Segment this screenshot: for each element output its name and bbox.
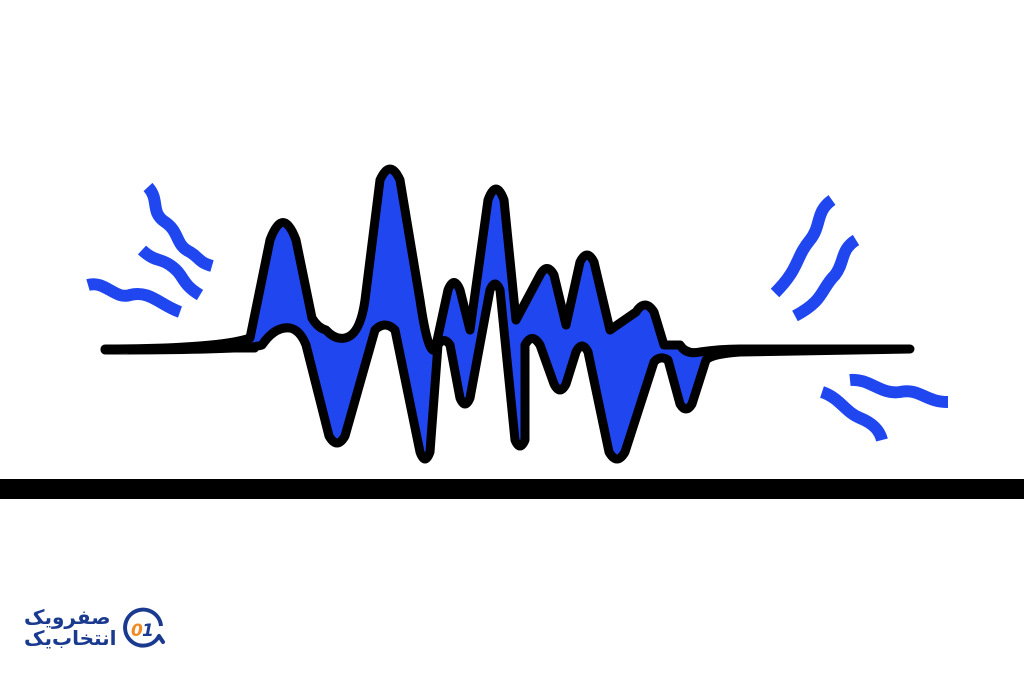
logo-text: صفرویک انتخاب‌یک: [24, 607, 117, 649]
svg-text:1: 1: [142, 621, 154, 641]
logo-line-1: صفرویک: [24, 605, 111, 629]
brand-logo: صفرویک انتخاب‌یک 0 1: [24, 606, 165, 650]
wave-icon: [100, 164, 915, 464]
logo-mark-icon: 0 1: [122, 607, 165, 648]
svg-text:0: 0: [131, 621, 143, 641]
vibration-squiggles-left-icon: [86, 182, 214, 318]
ground-line: [0, 479, 1024, 499]
vibration-squiggles-right-icon: [770, 195, 949, 442]
logo-line-2: انتخاب‌یک: [24, 626, 117, 650]
